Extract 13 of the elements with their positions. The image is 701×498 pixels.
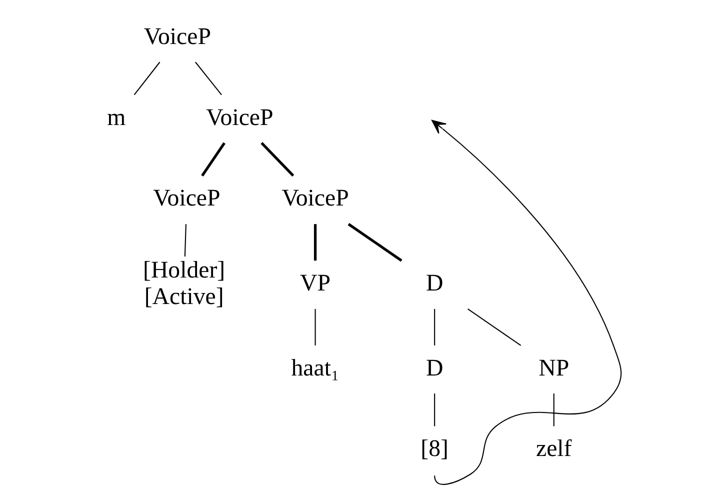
node-text: VoiceP — [152, 185, 220, 212]
node-text: zelf — [536, 436, 572, 462]
node-text: VP — [300, 270, 330, 296]
node-text: m — [106, 104, 126, 130]
node-text: [8] — [420, 436, 448, 462]
node-text: D — [425, 354, 443, 381]
node-text: haat₁ — [290, 354, 339, 381]
node-text: VoiceP — [206, 104, 273, 130]
node-text: VoiceP — [143, 23, 210, 50]
node-text: VoiceP — [281, 185, 348, 212]
node-text: NP — [538, 354, 569, 381]
node-text: [Holder] [Active] — [142, 256, 225, 310]
node-text: D — [425, 270, 443, 296]
